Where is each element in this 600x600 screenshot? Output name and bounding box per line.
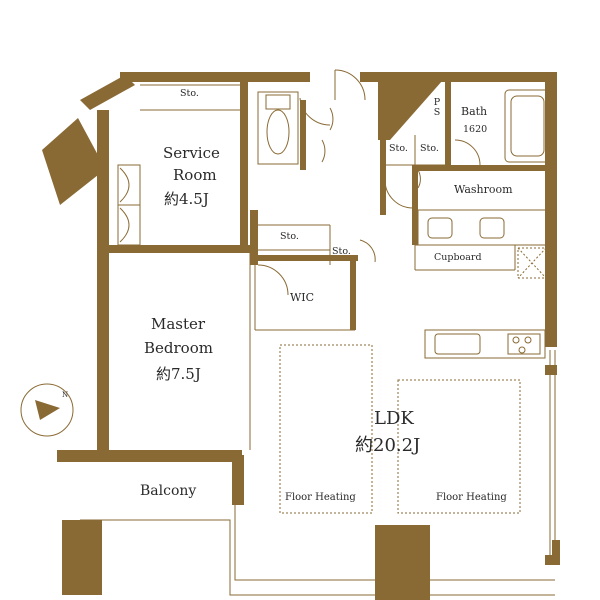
floor-heating-left-label: Floor Heating — [285, 492, 356, 503]
bath-size-label: 1620 — [463, 124, 488, 135]
compass-n-label: N — [62, 391, 69, 399]
master-bedroom-name-2: Bedroom — [144, 339, 213, 357]
floor-heating-right-label: Floor Heating — [436, 492, 507, 503]
balcony-label: Balcony — [140, 483, 197, 499]
sto-mid1-label: Sto. — [389, 143, 408, 154]
sto-top-label: Sto. — [180, 88, 199, 99]
compass-north-arrow-icon — [35, 400, 60, 420]
ps-label: P S — [433, 97, 441, 119]
plan-walls — [42, 72, 560, 600]
bath-label: Bath — [461, 105, 488, 118]
service-room-size: 約4.5J — [164, 190, 209, 208]
sto-mid2-label: Sto. — [420, 143, 439, 154]
cupboard-label: Cupboard — [434, 252, 482, 263]
wic-label: WIC — [290, 291, 315, 304]
service-room-name-1: Service — [163, 144, 220, 162]
ldk-label: LDK — [374, 408, 414, 429]
service-room-name-2: Room — [173, 166, 217, 184]
sto-small-label: Sto. — [332, 246, 351, 257]
master-bedroom-size: 約7.5J — [156, 365, 201, 383]
ldk-size: 約20.2J — [355, 435, 421, 456]
washroom-label: Washroom — [454, 183, 513, 196]
master-bedroom-name-1: Master — [151, 315, 206, 333]
sto-hall-label: Sto. — [280, 231, 299, 242]
